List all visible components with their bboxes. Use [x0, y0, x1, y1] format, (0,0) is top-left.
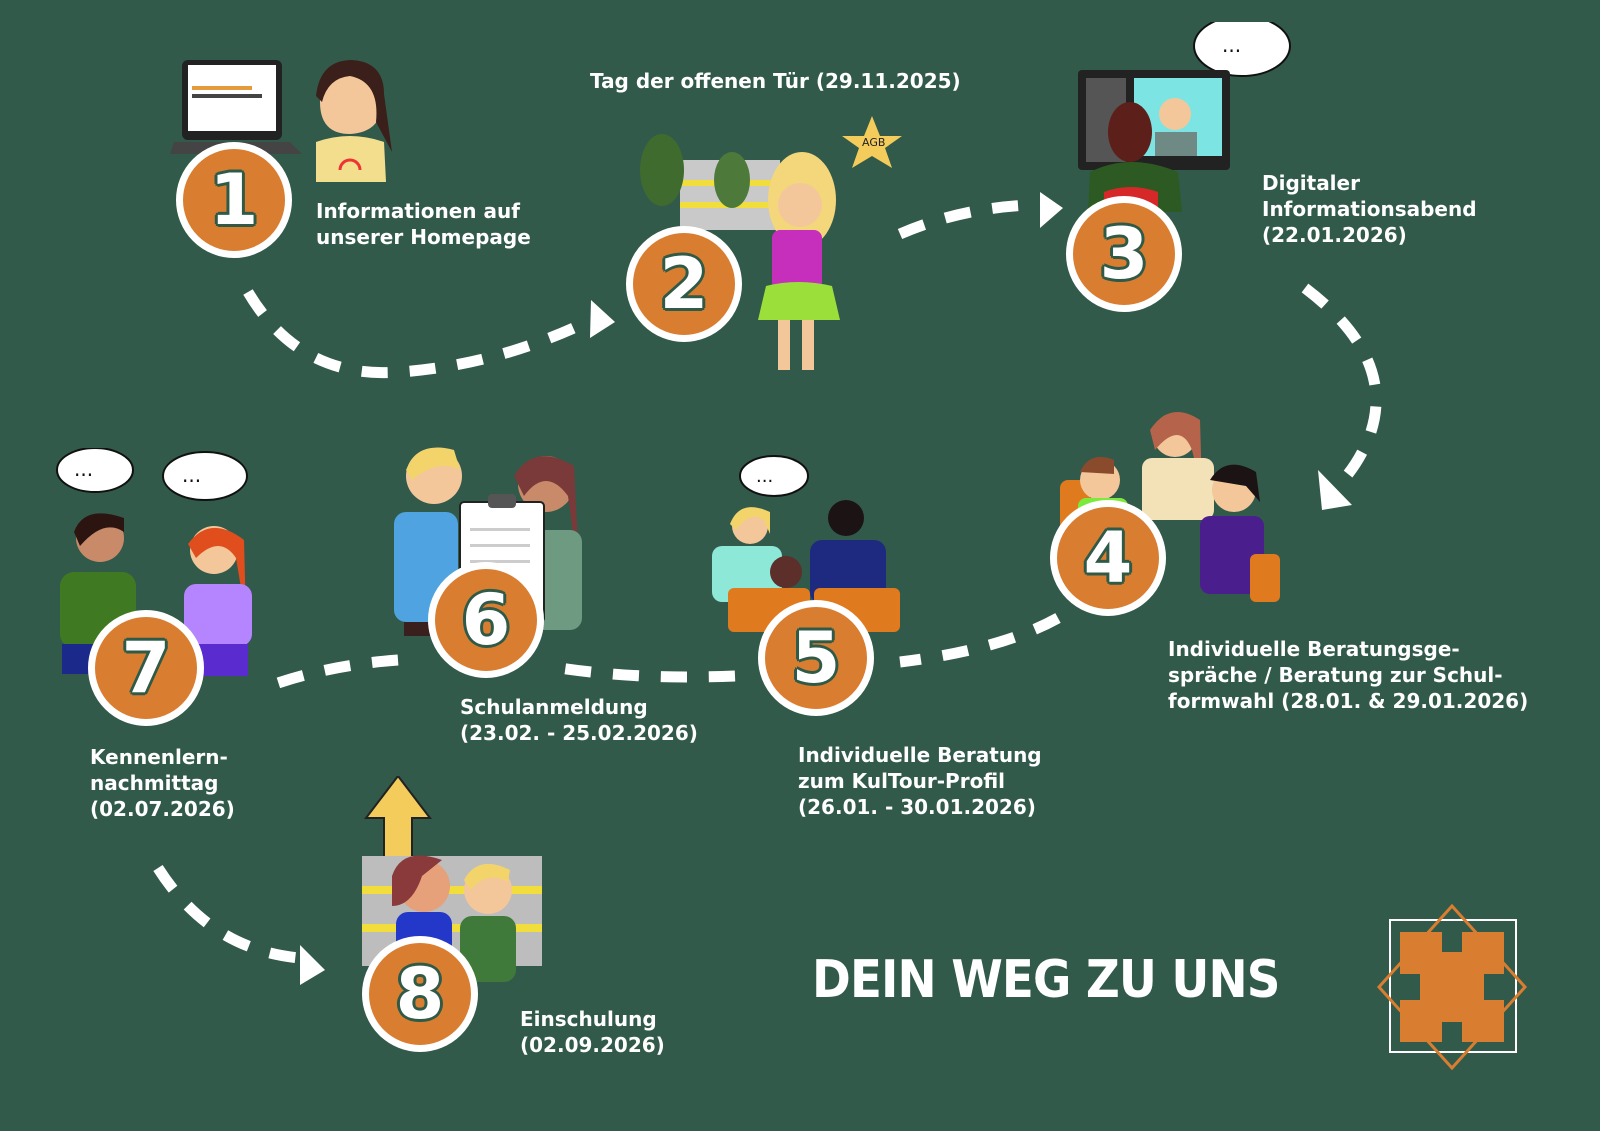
- svg-text:...: ...: [74, 457, 93, 481]
- girl-pointing-at-school-illustration: AGB: [640, 116, 902, 370]
- svg-text:...: ...: [756, 466, 773, 487]
- step-label: Kennenlern- nachmittag (02.07.2026): [90, 745, 235, 821]
- step-label: Individuelle Beratung zum KulTour-Profil…: [798, 743, 1042, 819]
- girl-with-laptop-illustration: [170, 60, 392, 182]
- step-label: Schulanmeldung (23.02. - 25.02.2026): [460, 695, 698, 745]
- step-label: Digitaler Informationsabend (22.01.2026): [1262, 171, 1477, 247]
- step-badge: 1: [176, 142, 292, 258]
- step-label: Einschulung (02.09.2026): [520, 1007, 665, 1057]
- step-badge: 7: [88, 610, 204, 726]
- step-badge: 2: [626, 226, 742, 342]
- step-badge: 3: [1066, 196, 1182, 312]
- kultour-counseling-illustration: ...: [712, 455, 900, 632]
- school-logo-icon: [1376, 904, 1528, 1070]
- step-label: Informationen auf unserer Homepage: [316, 199, 531, 249]
- svg-text:...: ...: [182, 463, 201, 487]
- step-badge: 8: [362, 936, 478, 1052]
- step-label: Individuelle Beratungsge- spräche / Bera…: [1168, 637, 1529, 713]
- svg-text:...: ...: [1222, 33, 1241, 57]
- video-call-illustration: ...: [1078, 22, 1291, 222]
- step-label: Tag der offenen Tür (29.11.2025): [590, 69, 961, 93]
- poster-title: DEIN WEG ZU UNS: [812, 950, 1281, 1010]
- svg-text:AGB: AGB: [862, 136, 885, 149]
- step-badge: 6: [428, 562, 544, 678]
- step-badge: 4: [1050, 500, 1166, 616]
- counseling-illustration: [1060, 412, 1280, 602]
- step-badge: 5: [758, 600, 874, 716]
- two-children-talking-illustration: ... ...: [56, 448, 252, 676]
